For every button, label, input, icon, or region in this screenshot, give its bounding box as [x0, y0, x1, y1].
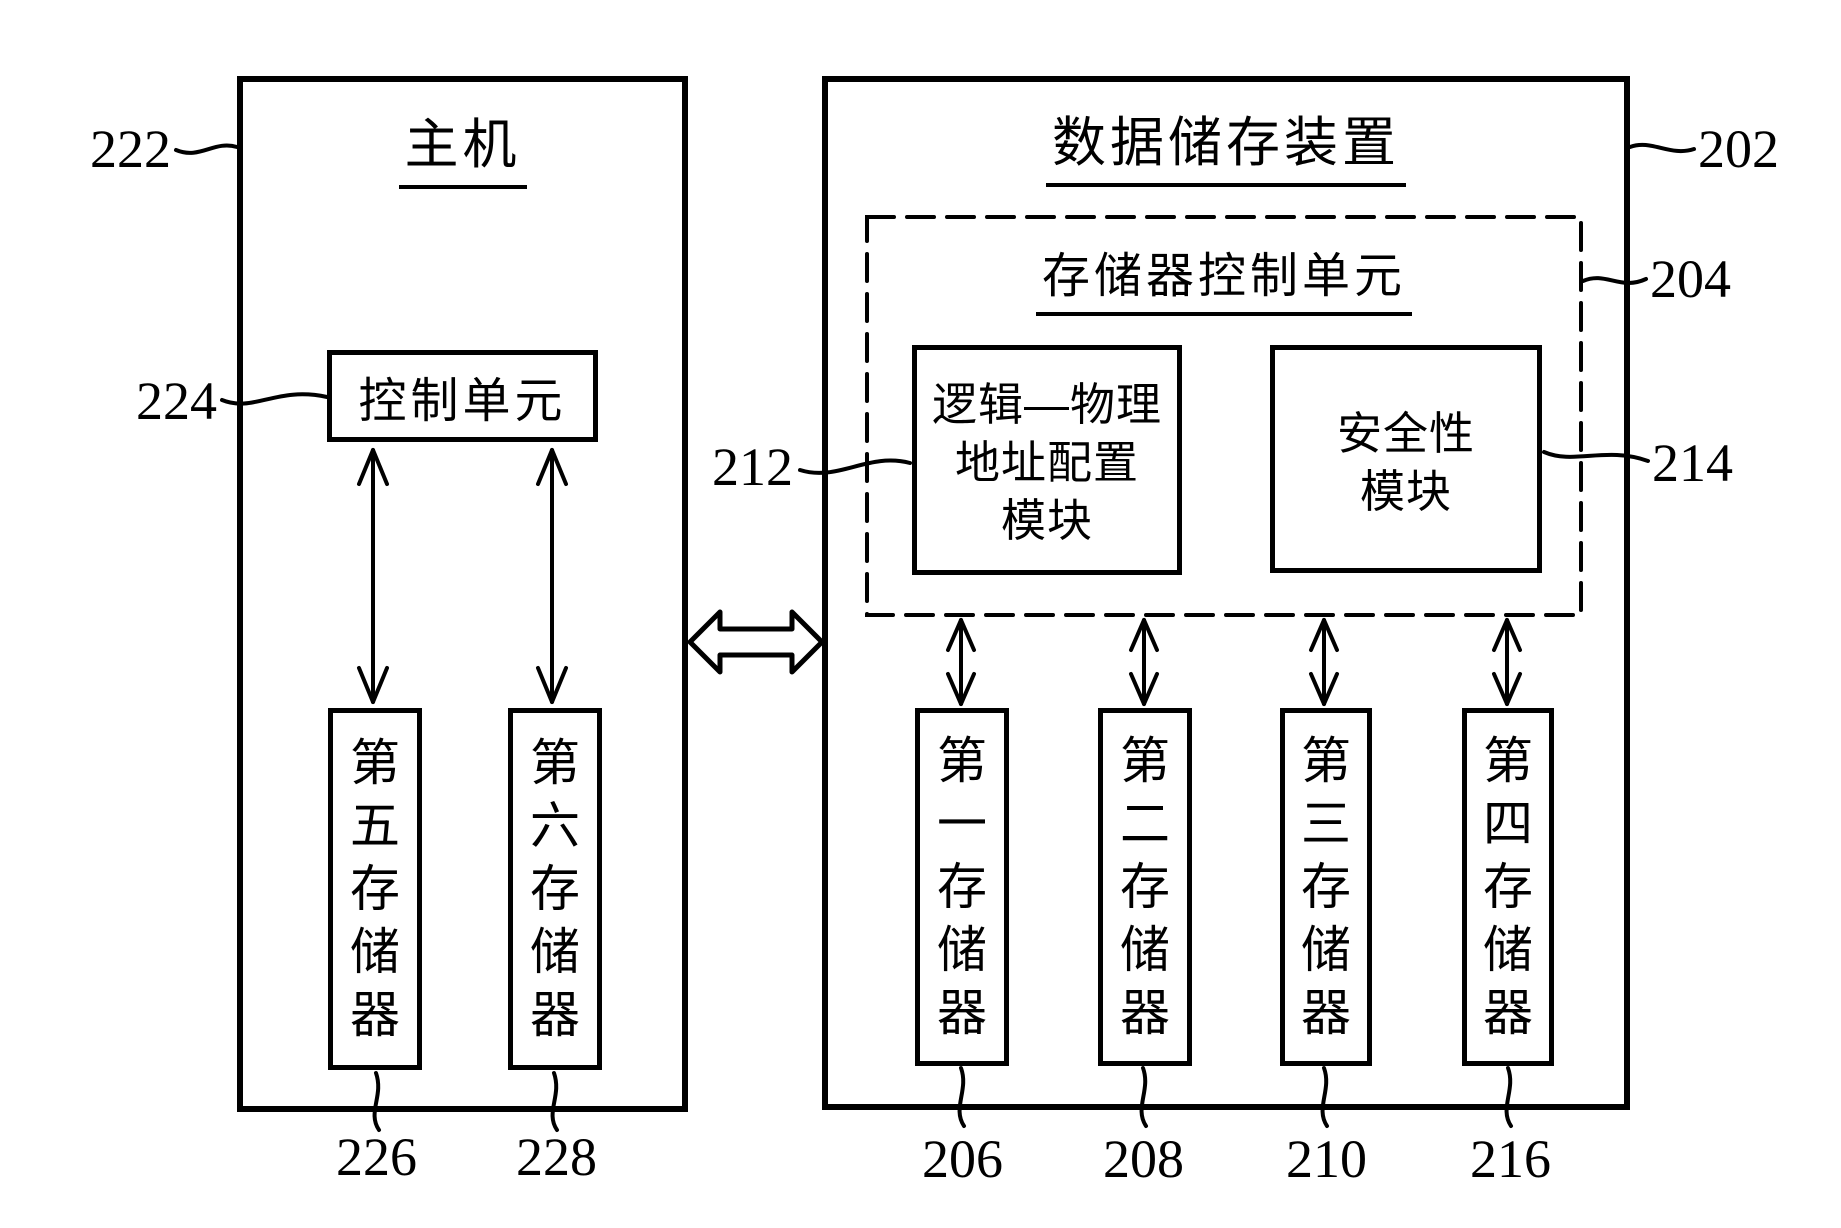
security-module-line-2: 模块	[1359, 466, 1452, 517]
security-module-box: 安全性 模块	[1270, 345, 1542, 573]
ref-label-202: 202	[1698, 119, 1779, 179]
host-title: 主机	[237, 100, 688, 189]
storage-memory-label-4: 第四存储器	[1483, 732, 1533, 1041]
ref-label-208: 208	[1103, 1129, 1184, 1189]
memory-control-unit-title-text: 存储器控制单元	[1035, 236, 1412, 316]
host-memory-label-5: 第五存储器	[350, 734, 400, 1043]
storage-memory-box-1: 第一存储器	[915, 708, 1009, 1066]
host-storage-interface-double-arrow-icon	[690, 612, 822, 672]
host-box	[237, 76, 688, 1112]
ref-label-204: 204	[1650, 249, 1731, 309]
host-memory-box-5: 第五存储器	[328, 708, 422, 1070]
l2p-module-line-2: 地址配置	[954, 437, 1139, 488]
security-module-line-1: 安全性	[1336, 408, 1475, 459]
storage-memory-box-3: 第三存储器	[1280, 708, 1372, 1066]
control-unit-box: 控制单元	[327, 350, 598, 442]
host-title-text: 主机	[398, 100, 527, 189]
storage-device-title-text: 数据储存装置	[1046, 98, 1406, 187]
storage-memory-label-2: 第二存储器	[1120, 732, 1170, 1041]
l2p-module-line-1: 逻辑—物理	[931, 379, 1162, 430]
l2p-module-box: 逻辑—物理 地址配置 模块	[912, 345, 1182, 575]
host-memory-box-6: 第六存储器	[508, 708, 602, 1070]
ref-label-224: 224	[136, 371, 217, 431]
ref-label-210: 210	[1286, 1129, 1367, 1189]
storage-memory-label-1: 第一存储器	[937, 732, 987, 1041]
control-unit-label: 控制单元	[358, 375, 567, 428]
storage-memory-box-4: 第四存储器	[1462, 708, 1554, 1066]
ref-label-214: 214	[1652, 433, 1733, 493]
ref-label-226: 226	[336, 1127, 417, 1187]
storage-device-title: 数据储存装置	[822, 98, 1630, 187]
storage-memory-label-3: 第三存储器	[1301, 732, 1351, 1041]
memory-control-unit-title: 存储器控制单元	[867, 236, 1581, 316]
ref-label-222: 222	[90, 119, 171, 179]
host-memory-label-6: 第六存储器	[530, 734, 580, 1043]
ref-label-228: 228	[516, 1127, 597, 1187]
leader-line-222	[176, 145, 237, 152]
ref-label-212: 212	[712, 437, 793, 497]
storage-memory-box-2: 第二存储器	[1098, 708, 1192, 1066]
ref-label-216: 216	[1470, 1129, 1551, 1189]
l2p-module-line-3: 模块	[1000, 495, 1093, 546]
leader-line-202	[1630, 145, 1694, 151]
ref-label-206: 206	[922, 1129, 1003, 1189]
